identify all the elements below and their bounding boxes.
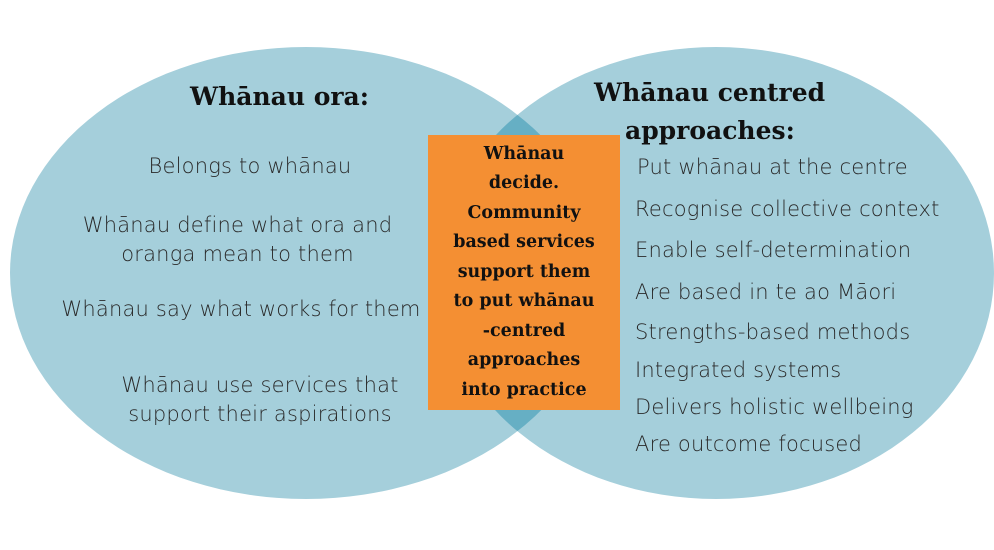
center-line: based services [453,232,595,253]
left-item-define: Whānau define what ora and oranga mean t… [82,213,393,266]
right-item-holistic: Delivers holistic wellbeing [635,395,914,419]
center-line: Whānau [483,143,565,164]
center-text: Whānau decide. Community based services … [453,140,595,406]
center-line: decide. [488,173,560,194]
right-item-self-determination: Enable self-determination [635,238,912,262]
left-item-works: Whānau say what works for them [61,297,421,321]
right-item-integrated: Integrated systems [635,358,842,382]
center-overlap-box: Whānau decide. Community based services … [428,135,620,410]
left-item-belongs: Belongs to whānau [148,154,352,178]
right-item-outcome: Are outcome focused [635,432,863,456]
left-circle-title: Whānau ora: [190,82,369,111]
left-item-services: Whānau use services that support their a… [121,373,399,426]
right-item-strengths: Strengths-based methods [635,320,911,344]
center-line: to put whānau [453,291,595,312]
right-item-centre: Put whānau at the centre [637,155,908,179]
right-item-te-ao-maori: Are based in te ao Māori [635,280,897,304]
center-line: approaches [467,350,581,371]
center-line: -centred [482,320,566,341]
center-line: into practice [461,379,587,400]
center-line: support them [457,261,591,282]
right-circle-title-line1: Whānau centred [594,78,826,107]
right-item-collective: Recognise collective context [635,197,940,221]
center-line: Community [467,202,581,223]
right-circle-title-line2: approaches: [625,116,795,145]
